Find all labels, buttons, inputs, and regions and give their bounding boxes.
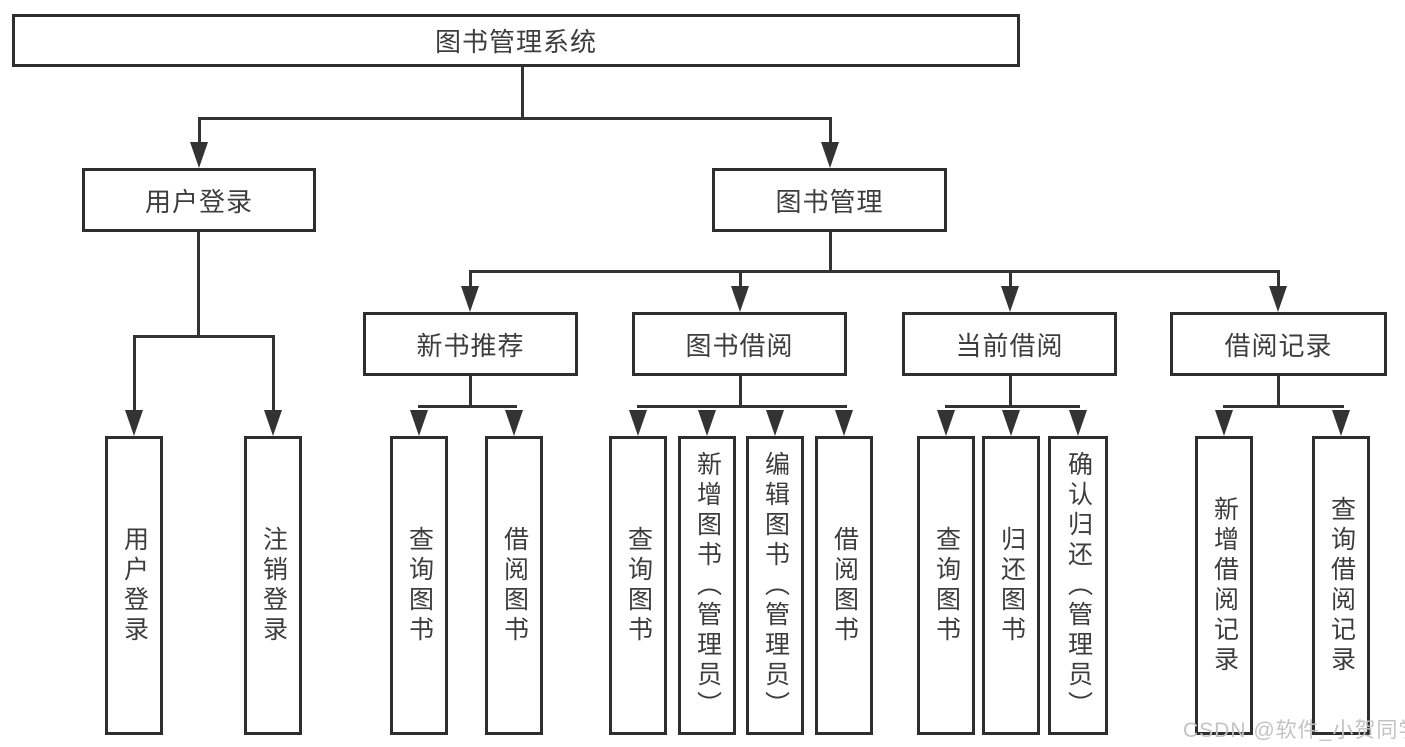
connector-line	[829, 120, 832, 145]
leaf-user-login: 用户登录	[105, 436, 163, 735]
arrow-down-icon	[821, 142, 839, 168]
connector-line	[829, 232, 832, 273]
arrow-down-icon	[1332, 410, 1350, 436]
leaf-query-books-recommend: 查询图书	[390, 436, 448, 735]
connector-line	[945, 405, 1080, 408]
node-borrowing-records: 借阅记录	[1170, 312, 1387, 376]
leaf-query-borrow-record: 查询借阅记录	[1312, 436, 1370, 735]
arrow-down-icon	[937, 410, 955, 436]
leaf-borrow-books: 借阅图书	[815, 436, 873, 735]
connector-line	[637, 405, 847, 408]
arrow-down-icon	[1069, 410, 1087, 436]
arrow-down-icon	[1269, 286, 1287, 312]
leaf-logout: 注销登录	[244, 436, 302, 735]
arrow-down-icon	[698, 410, 716, 436]
arrow-down-icon	[1001, 286, 1019, 312]
arrow-down-icon	[835, 410, 853, 436]
leaf-edit-books-admin: 编辑图书（管理员）	[746, 436, 804, 735]
leaf-confirm-return-admin: 确认归还（管理员）	[1048, 436, 1108, 735]
arrow-down-icon	[264, 410, 282, 436]
leaf-add-borrow-record: 新增借阅记录	[1195, 436, 1253, 735]
connector-line	[739, 273, 742, 289]
arrow-down-icon	[410, 410, 428, 436]
connector-line	[198, 117, 832, 120]
connector-line	[469, 273, 472, 289]
node-new-book-recommendation: 新书推荐	[363, 312, 578, 376]
connector-line	[198, 120, 201, 145]
leaf-query-books-current: 查询图书	[917, 436, 975, 735]
leaf-query-books-borrowing: 查询图书	[609, 436, 667, 735]
arrow-down-icon	[766, 410, 784, 436]
arrow-down-icon	[505, 410, 523, 436]
connector-line	[469, 270, 1280, 273]
arrow-down-icon	[125, 410, 143, 436]
connector-line	[739, 376, 742, 408]
connector-line	[1223, 405, 1344, 408]
connector-line	[469, 376, 472, 408]
connector-line	[1277, 273, 1280, 289]
node-book-borrowing: 图书借阅	[632, 312, 847, 376]
csdn-watermark: CSDN @软件_小贺同学	[1183, 719, 1405, 742]
connector-line	[1009, 273, 1012, 289]
arrow-down-icon	[731, 286, 749, 312]
connector-line	[133, 335, 275, 338]
leaf-borrow-books-recommend: 借阅图书	[485, 436, 543, 735]
connector-line	[272, 338, 275, 412]
connector-line	[1009, 376, 1012, 408]
node-current-borrowing: 当前借阅	[902, 312, 1117, 376]
leaf-add-books-admin: 新增图书（管理员）	[678, 436, 736, 735]
arrow-down-icon	[1215, 410, 1233, 436]
connector-line	[197, 232, 200, 338]
arrow-down-icon	[190, 142, 208, 168]
connector-line	[418, 405, 517, 408]
node-user-login: 用户登录	[82, 168, 316, 232]
node-library-system: 图书管理系统	[12, 14, 1020, 67]
node-book-management: 图书管理	[712, 168, 947, 232]
arrow-down-icon	[461, 286, 479, 312]
arrow-down-icon	[1002, 410, 1020, 436]
connector-line	[133, 338, 136, 412]
connector-line	[1277, 376, 1280, 408]
arrow-down-icon	[629, 410, 647, 436]
connector-line	[521, 67, 524, 119]
leaf-return-books: 归还图书	[982, 436, 1040, 735]
